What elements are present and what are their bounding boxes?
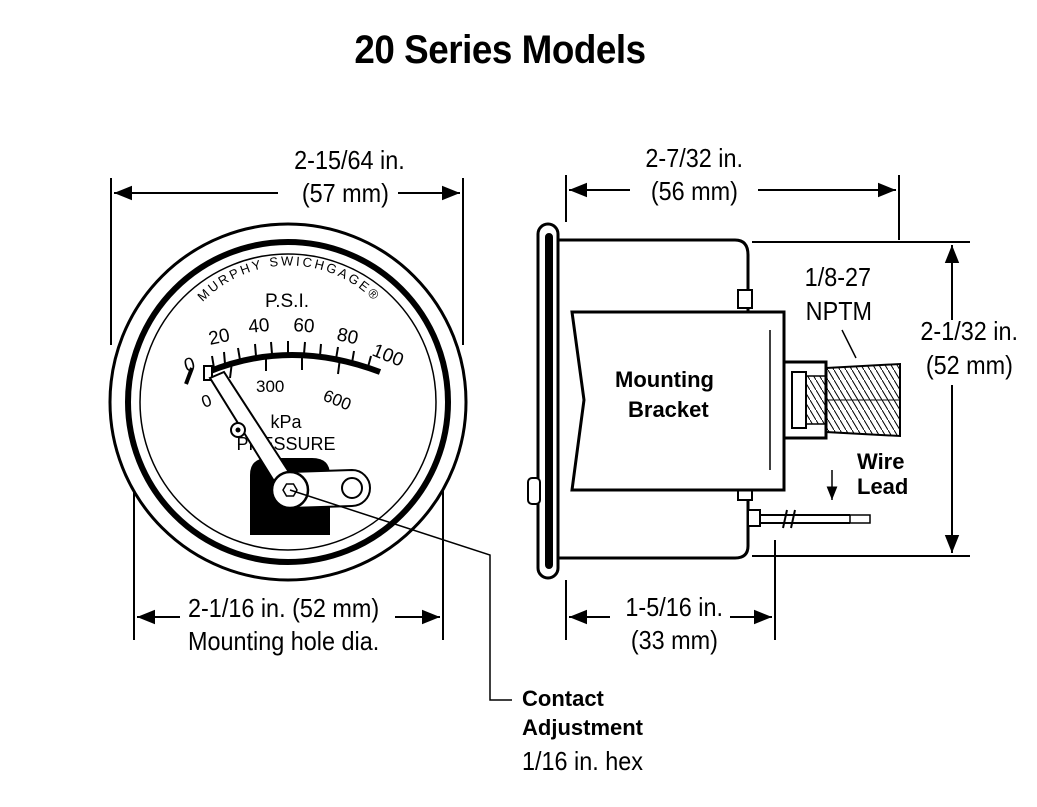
callout-line3: 1/16 in. hex — [522, 746, 643, 776]
hole-caption: Mounting hole dia. — [188, 626, 380, 656]
front-dimension-lines — [110, 178, 464, 640]
depth-mm: (33 mm) — [630, 625, 718, 655]
side-width-inches: 2-7/32 in. — [645, 143, 743, 173]
bracket-label-line1: Mounting — [615, 367, 714, 392]
wire-label-line1: Wire — [857, 449, 905, 474]
kpa-tick-300: 300 — [256, 377, 284, 396]
side-width-mm: (56 mm) — [650, 176, 738, 206]
thread-size: 1/8-27 — [804, 262, 872, 292]
psi-tick-40: 40 — [247, 315, 270, 338]
thread-leader — [841, 329, 857, 359]
psi-unit-label: P.S.I. — [265, 291, 309, 312]
psi-tick-20: 20 — [207, 325, 232, 350]
side-height-mm: (52 mm) — [925, 350, 1013, 380]
psi-tick-80: 80 — [335, 324, 360, 349]
callout-line1: Contact — [522, 686, 604, 711]
hole-dimension: 2-1/16 in. (52 mm) — [188, 593, 380, 623]
wire-lead — [849, 514, 871, 524]
side-dimension-lines — [565, 175, 970, 640]
low-contact — [203, 365, 213, 381]
psi-tick-60: 60 — [293, 315, 316, 337]
gauge-front: MURPHY SWICHGAGE® P.S.I. 0 20 40 60 80 1… — [108, 222, 468, 582]
kpa-unit-label: kPa — [270, 412, 302, 432]
gauge-side — [527, 222, 901, 580]
wire-terminal — [747, 509, 761, 527]
front-width-mm: (57 mm) — [301, 178, 389, 208]
side-height-inches: 2-1/32 in. — [920, 316, 1018, 346]
page-title: 20 Series Models — [354, 28, 646, 72]
scale-ticks — [211, 341, 372, 379]
callout-line2: Adjustment — [522, 715, 643, 740]
thread-type: NPTM — [805, 296, 872, 326]
stop-pin — [184, 367, 194, 385]
psi-tick-0: 0 — [182, 354, 198, 377]
depth-inches: 1-5/16 in. — [625, 592, 723, 622]
front-width-inches: 2-15/64 in. — [294, 145, 405, 175]
bracket-label-line2: Bracket — [628, 397, 709, 422]
callout-leader — [289, 489, 512, 701]
scale-arc — [206, 352, 382, 375]
wire-label-line2: Lead — [857, 474, 909, 499]
